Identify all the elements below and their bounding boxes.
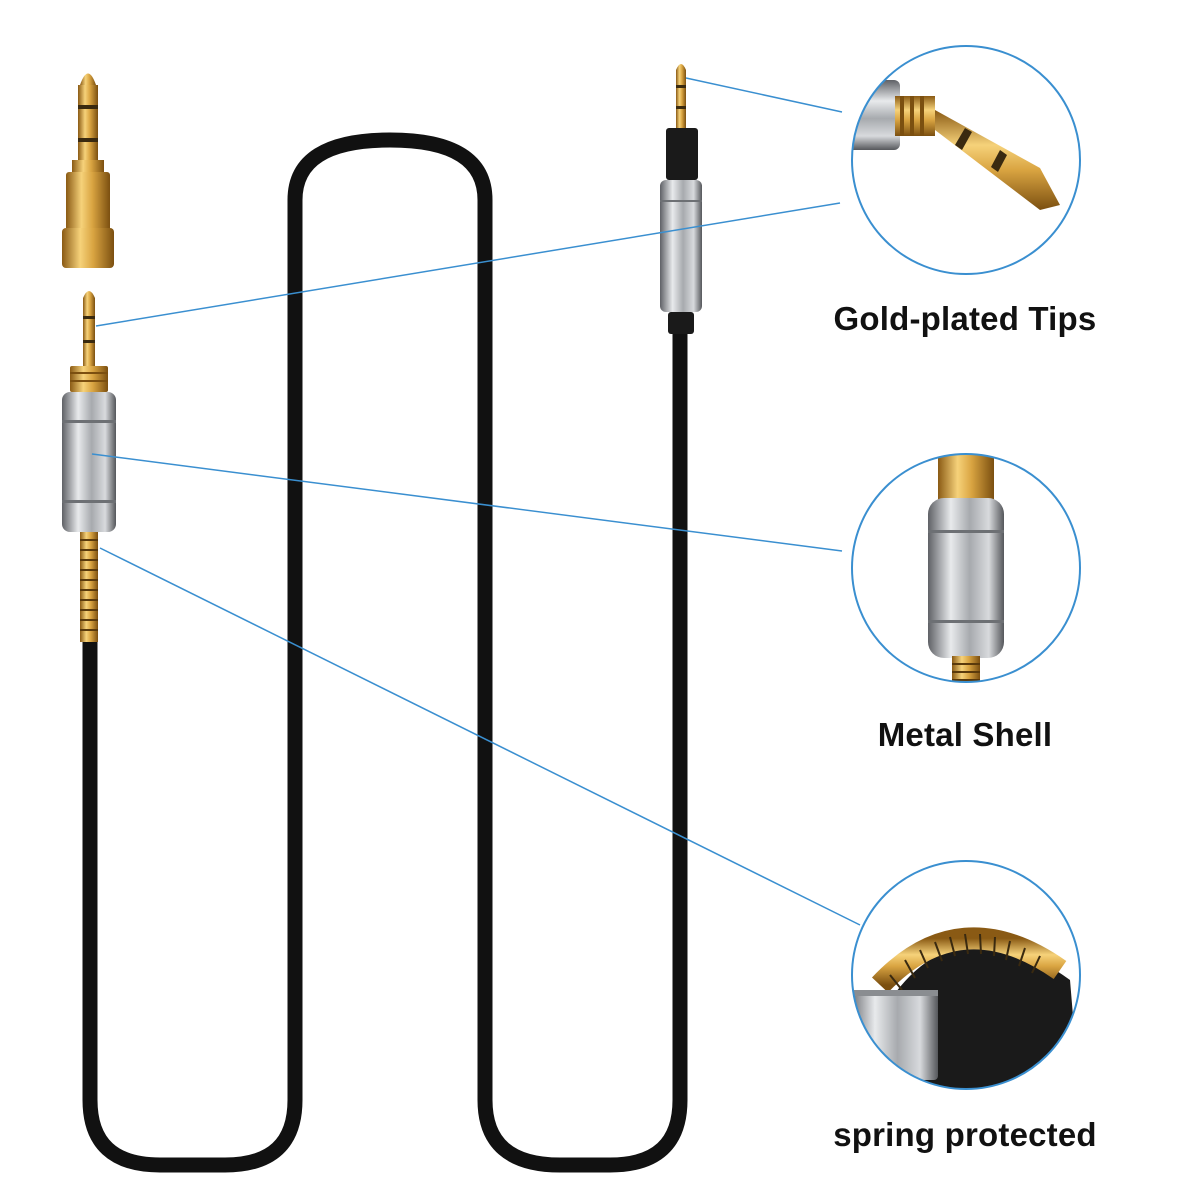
audio-cable <box>82 132 688 1173</box>
leader-lines <box>91 77 861 926</box>
metal-shell-zoom-icon <box>851 453 1081 683</box>
spring-zoom-icon <box>851 860 1081 1090</box>
right-3.5mm-plug-icon <box>660 64 702 334</box>
metal-shell-caption: Metal Shell <box>877 716 1053 753</box>
spring-protected-caption: spring protected <box>833 1116 1097 1153</box>
gold-plated-tips-caption: Gold-plated Tips <box>833 300 1097 337</box>
gold-tip-zoom-icon <box>851 45 1081 275</box>
quarter-inch-adapter-icon <box>62 73 114 268</box>
left-3.5mm-plug-icon <box>62 291 116 642</box>
